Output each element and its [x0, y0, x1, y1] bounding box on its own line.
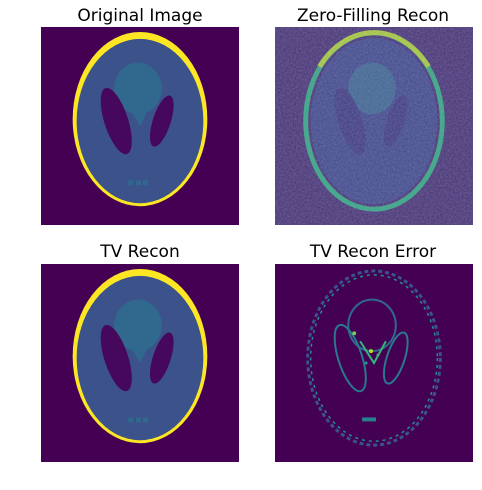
tv-recon-image — [41, 264, 239, 462]
panel-title-tv-error: TV Recon Error — [309, 242, 437, 262]
panel-title-zerofill: Zero-Filling Recon — [296, 6, 449, 26]
zero-filling-image — [275, 27, 473, 225]
tv-error-image — [275, 264, 473, 462]
original-image — [41, 27, 239, 225]
panel-title-tv: TV Recon — [100, 242, 180, 262]
panel-title-original: Original Image — [77, 6, 203, 26]
